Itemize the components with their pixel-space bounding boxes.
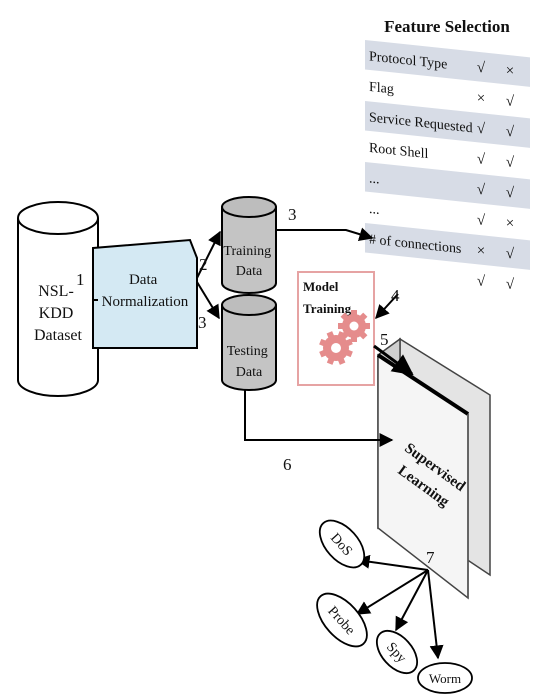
feature-mark: √ [477, 212, 486, 229]
step-label-4: 4 [391, 286, 400, 305]
feature-name: Flag [369, 79, 394, 98]
arrow-normalization-to-training [196, 230, 221, 279]
arrow-features-to-model [375, 293, 399, 320]
feature-row-band [365, 223, 530, 270]
feature-mark: × [477, 243, 485, 260]
feature-mark: × [506, 215, 514, 232]
feature-row-band [365, 162, 530, 209]
feature-mark: √ [506, 185, 515, 202]
flow-arrows [92, 227, 444, 660]
step-label-1: 1 [76, 270, 85, 289]
feature-selection-rows: Protocol Type√×Flag×√Service Requested√√… [365, 40, 530, 293]
feature-mark: × [506, 63, 514, 80]
database-cylinder-icon [17, 218, 99, 397]
normalization-label: Data Normalization [102, 272, 189, 310]
arrow-testing-to-supervised [244, 389, 394, 447]
step-label-6: 6 [283, 455, 292, 474]
arrow-to-worm [427, 569, 444, 660]
feature-selection-table: Feature Selection Protocol Type√×Flag×√S… [365, 17, 530, 293]
step-label-3a: 3 [288, 205, 297, 224]
feature-mark: √ [506, 246, 515, 263]
feature-name: Root Shell [369, 140, 429, 162]
model-training-box: Model Training [297, 271, 375, 386]
output-worm: Worm [429, 671, 461, 686]
arrow-normalization-to-testing [196, 281, 220, 320]
arrow-to-spy [395, 569, 429, 632]
feature-mark: √ [506, 93, 515, 110]
feature-row-band [365, 101, 530, 148]
model-training-label: Model Training [303, 279, 352, 316]
training-data-cylinder: Training Data [221, 196, 277, 294]
feature-mark: √ [477, 273, 486, 290]
dataset-cylinder: NSL- KDD Dataset [17, 201, 99, 397]
dataset-label: NSL- KDD Dataset [34, 283, 83, 344]
feature-row-band [365, 40, 530, 87]
training-label: Training Data [223, 244, 274, 279]
feature-mark: √ [477, 121, 486, 138]
feature-selection-title: Feature Selection [384, 17, 510, 36]
supervised-learning-box: Supervised Learning [376, 337, 491, 600]
testing-label: Testing Data [227, 344, 272, 380]
gears-icon [319, 310, 370, 365]
feature-mark: × [477, 90, 485, 107]
feature-mark: √ [506, 124, 515, 141]
feature-name: ... [369, 170, 379, 187]
feature-mark: √ [477, 151, 486, 168]
step-label-7: 7 [426, 548, 435, 567]
arrow-to-probe [355, 569, 429, 615]
arrow-training-to-features [276, 227, 374, 241]
testing-data-cylinder: Testing Data [221, 294, 277, 391]
arrow-to-dos [355, 554, 429, 571]
arrow-model-to-supervised [373, 344, 414, 376]
step-label-3b: 3 [198, 313, 207, 332]
attack-class-outputs: DoS Probe Spy Worm [316, 519, 473, 694]
step-label-5: 5 [380, 330, 389, 349]
feature-mark: √ [506, 154, 515, 171]
feature-mark: √ [506, 276, 515, 293]
step-label-2: 2 [199, 255, 208, 274]
data-normalization-box: Data Normalization [92, 238, 198, 349]
feature-name: ... [369, 201, 379, 218]
step-labels: 1 2 3 3 4 5 6 7 [76, 205, 435, 567]
feature-mark: √ [477, 182, 486, 199]
feature-mark: √ [477, 60, 486, 77]
